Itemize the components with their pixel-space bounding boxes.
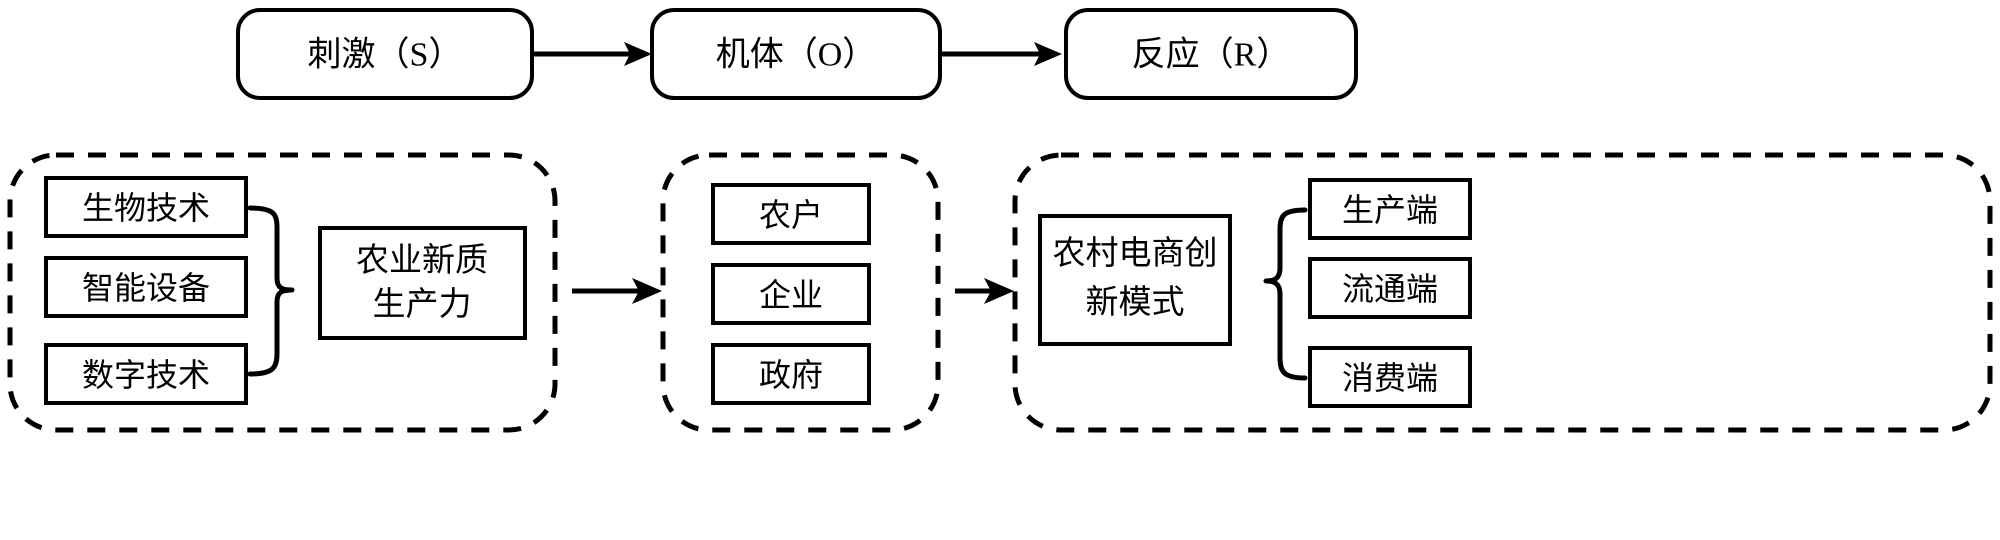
output-box-agri-productivity-line2: 生产力 bbox=[373, 286, 472, 323]
top-box-organism[interactable]: 机体（O） bbox=[650, 8, 942, 100]
source-box-rural-ecommerce-model[interactable]: 农村电商创 新模式 bbox=[1038, 214, 1232, 346]
group-stimulus-outline bbox=[7, 152, 558, 433]
output-box-circulation-end-shape bbox=[1308, 257, 1472, 319]
actor-box-government[interactable]: 政府 bbox=[711, 343, 871, 405]
brace-outputs-icon bbox=[1263, 207, 1308, 381]
top-row: 刺激（S） 机体（O） 反应（R） bbox=[236, 8, 1358, 100]
output-box-production-end-label: 生产端 bbox=[1342, 192, 1438, 228]
top-box-response[interactable]: 反应（R） bbox=[1064, 8, 1358, 100]
group-response: 农村电商创 新模式 生产端 流通端 消费端 bbox=[1012, 152, 1993, 433]
organism-label: 机体（O） bbox=[716, 36, 877, 74]
source-box-rural-ecommerce-model-line2: 新模式 bbox=[1086, 284, 1185, 321]
group-response-outline bbox=[1012, 152, 1993, 433]
input-box-digital-tech-label: 数字技术 bbox=[82, 357, 210, 393]
input-box-biotech-label: 生物技术 bbox=[82, 190, 210, 226]
output-box-agri-productivity[interactable]: 农业新质 生产力 bbox=[318, 226, 527, 340]
input-box-biotech-shape bbox=[44, 176, 248, 238]
input-box-smart-equipment-label: 智能设备 bbox=[82, 270, 210, 306]
actor-box-enterprises[interactable]: 企业 bbox=[711, 263, 871, 325]
output-box-circulation-end-label: 流通端 bbox=[1342, 271, 1438, 307]
arrow-group-stimulus-to-organism bbox=[572, 278, 662, 304]
input-box-biotech[interactable]: 生物技术 bbox=[44, 176, 248, 238]
output-box-agri-productivity-shape bbox=[318, 226, 527, 340]
actor-box-enterprises-label: 企业 bbox=[759, 277, 823, 313]
input-box-smart-equipment[interactable]: 智能设备 bbox=[44, 256, 248, 318]
top-arrow-organism-response bbox=[940, 42, 1062, 66]
stimulus-label: 刺激（S） bbox=[308, 36, 463, 74]
actor-box-farmers[interactable]: 农户 bbox=[711, 183, 871, 245]
response-box-shape bbox=[1064, 8, 1358, 100]
output-box-production-end[interactable]: 生产端 bbox=[1308, 178, 1472, 240]
source-box-rural-ecommerce-model-shape bbox=[1038, 214, 1232, 346]
response-label: 反应（R） bbox=[1132, 36, 1291, 74]
actor-box-farmers-shape bbox=[711, 183, 871, 245]
source-box-rural-ecommerce-model-line1: 农村电商创 bbox=[1053, 235, 1218, 272]
output-box-consumption-end-label: 消费端 bbox=[1342, 360, 1438, 396]
group-organism: 农户 企业 政府 bbox=[660, 152, 941, 433]
output-box-consumption-end[interactable]: 消费端 bbox=[1308, 346, 1472, 408]
output-box-production-end-shape bbox=[1308, 178, 1472, 240]
arrow-group-organism-to-response bbox=[955, 278, 1014, 304]
output-box-circulation-end[interactable]: 流通端 bbox=[1308, 257, 1472, 319]
input-box-digital-tech[interactable]: 数字技术 bbox=[44, 343, 248, 405]
input-box-digital-tech-shape bbox=[44, 343, 248, 405]
actor-box-government-label: 政府 bbox=[759, 357, 823, 393]
output-box-consumption-end-shape bbox=[1308, 346, 1472, 408]
actor-box-farmers-label: 农户 bbox=[759, 197, 823, 233]
input-box-smart-equipment-shape bbox=[44, 256, 248, 318]
top-arrow-stimulus-organism bbox=[532, 42, 652, 66]
actor-box-enterprises-shape bbox=[711, 263, 871, 325]
brace-inputs-icon bbox=[247, 205, 295, 377]
actor-box-government-shape bbox=[711, 343, 871, 405]
group-stimulus: 生物技术 智能设备 数字技术 农业新质 生产力 bbox=[7, 152, 558, 433]
output-box-agri-productivity-line1: 农业新质 bbox=[356, 242, 488, 279]
top-box-stimulus[interactable]: 刺激（S） bbox=[236, 8, 534, 100]
